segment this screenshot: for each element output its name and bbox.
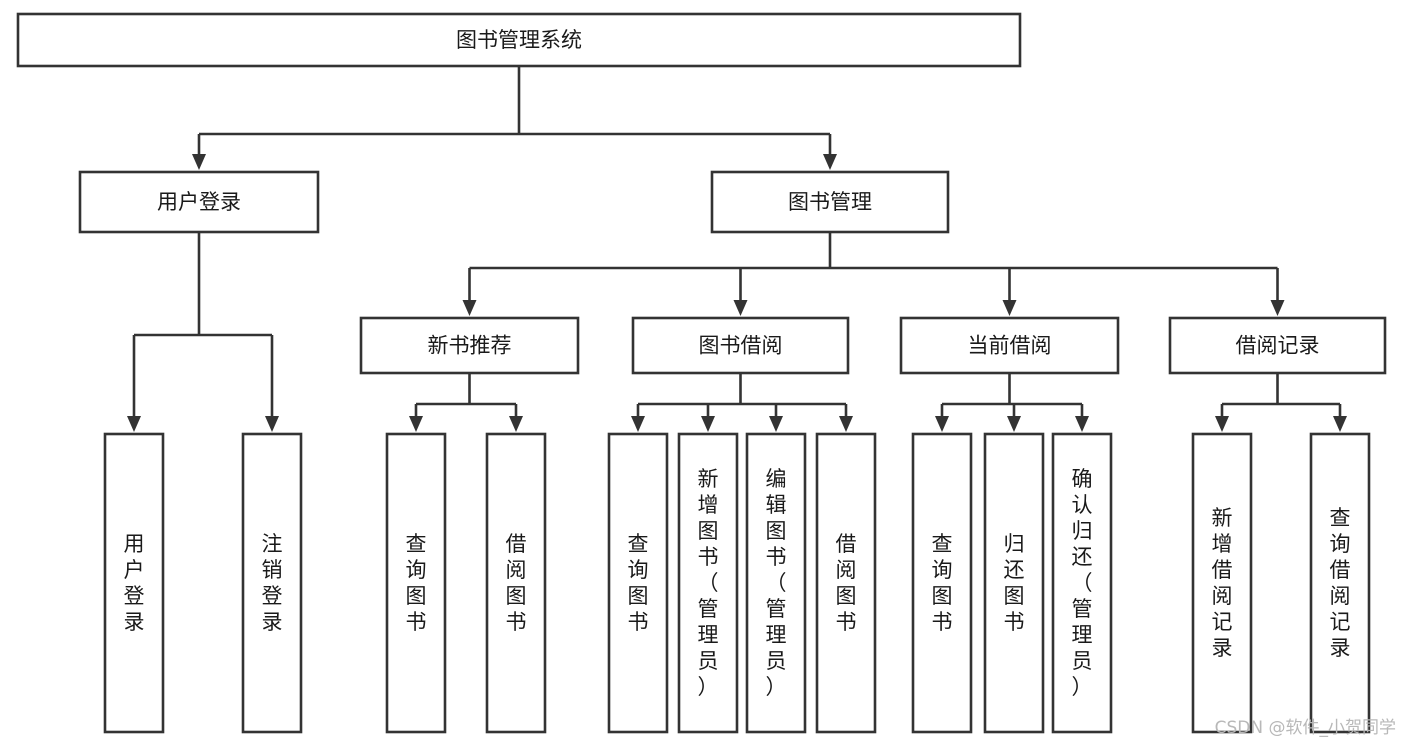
l3-1-to-1-arrowhead-icon	[701, 416, 715, 432]
l3-0-to-1-arrowhead-icon	[509, 416, 523, 432]
leaf-node-label: 查询图书	[628, 532, 649, 634]
leaf-node-label: 借阅图书	[836, 532, 857, 634]
leaf-node-label: 编辑图书（管理员）	[766, 467, 787, 699]
leaf-node-label: 归还图书	[1004, 532, 1025, 634]
level3-node-box[interactable]	[1168, 316, 1387, 375]
leaf-node-label: 查询借阅记录	[1330, 506, 1351, 660]
level3-node-box[interactable]	[631, 316, 850, 375]
leaf-node-box[interactable]	[1191, 432, 1253, 734]
leaf-node-11[interactable]: 新增借阅记录	[1191, 432, 1253, 734]
leaf-node-box[interactable]	[911, 432, 973, 734]
book-mgmt-to-0-arrowhead-icon	[462, 300, 477, 316]
leaf-node-10[interactable]: 确认归还（管理员）	[1051, 432, 1113, 734]
leaf-node-box[interactable]	[745, 432, 807, 734]
level2-node-label: 用户登录	[157, 190, 241, 214]
title-node-0[interactable]: 图书管理系统	[16, 12, 1022, 68]
leaf-node-9[interactable]: 归还图书	[983, 432, 1045, 734]
book-mgmt-to-1-arrowhead-icon	[733, 300, 748, 316]
leaf-node-label: 新增借阅记录	[1212, 506, 1233, 660]
root-to-l2-1-arrowhead-icon	[823, 154, 837, 170]
level3-node-2[interactable]: 当前借阅	[899, 316, 1120, 375]
book-mgmt-to-3-arrowhead-icon	[1270, 300, 1285, 316]
level3-node-box[interactable]	[359, 316, 580, 375]
l3-1-to-3-arrowhead-icon	[839, 416, 853, 432]
leaf-node-box[interactable]	[607, 432, 669, 734]
level3-node-label: 借阅记录	[1236, 334, 1320, 358]
leaf-node-12[interactable]: 查询借阅记录	[1309, 432, 1371, 734]
leaf-node-label: 新增图书（管理员）	[698, 467, 719, 699]
level3-node-box[interactable]	[899, 316, 1120, 375]
leaf-node-box[interactable]	[1051, 432, 1113, 734]
leaf-node-7[interactable]: 借阅图书	[815, 432, 877, 734]
level2-node-label: 图书管理	[788, 190, 872, 214]
book-mgmt-to-2-arrowhead-icon	[1002, 300, 1017, 316]
leaf-node-box[interactable]	[983, 432, 1045, 734]
level3-node-label: 新书推荐	[428, 334, 512, 358]
leaf-node-2[interactable]: 查询图书	[385, 432, 447, 734]
title-node-label: 图书管理系统	[456, 28, 582, 52]
leaf-node-8[interactable]: 查询图书	[911, 432, 973, 734]
level2-node-0[interactable]: 用户登录	[78, 170, 320, 234]
level2-node-1[interactable]: 图书管理	[710, 170, 950, 234]
user-login-to-0-arrowhead-icon	[127, 416, 141, 432]
l3-3-to-1-arrowhead-icon	[1333, 416, 1347, 432]
l3-1-to-2-arrowhead-icon	[769, 416, 783, 432]
leaf-node-box[interactable]	[815, 432, 877, 734]
level3-node-1[interactable]: 图书借阅	[631, 316, 850, 375]
level3-node-label: 当前借阅	[968, 334, 1052, 358]
level3-node-3[interactable]: 借阅记录	[1168, 316, 1387, 375]
l3-1-to-0-arrowhead-icon	[631, 416, 645, 432]
leaf-node-box[interactable]	[1309, 432, 1371, 734]
leaf-node-box[interactable]	[485, 432, 547, 734]
level2-node-box[interactable]	[710, 170, 950, 234]
leaf-node-6[interactable]: 编辑图书（管理员）	[745, 432, 807, 734]
leaf-node-label: 注销登录	[262, 532, 283, 634]
user-login-to-1-arrowhead-icon	[265, 416, 279, 432]
leaf-node-label: 查询图书	[932, 532, 953, 634]
leaf-node-3[interactable]: 借阅图书	[485, 432, 547, 734]
level3-node-label: 图书借阅	[699, 334, 783, 358]
leaf-node-box[interactable]	[385, 432, 447, 734]
l3-2-to-2-arrowhead-icon	[1075, 416, 1089, 432]
l3-0-to-0-arrowhead-icon	[409, 416, 423, 432]
root-to-l2-0-arrowhead-icon	[192, 154, 206, 170]
node-layer: 图书管理系统用户登录图书管理新书推荐图书借阅当前借阅借阅记录用户登录注销登录查询…	[16, 12, 1387, 734]
leaf-node-1[interactable]: 注销登录	[241, 432, 303, 734]
leaf-node-box[interactable]	[241, 432, 303, 734]
leaf-node-label: 用户登录	[124, 532, 145, 634]
title-node-box[interactable]	[16, 12, 1022, 68]
l3-2-to-1-arrowhead-icon	[1007, 416, 1021, 432]
watermark-text: CSDN @软件_小贺同学	[1215, 718, 1396, 738]
leaf-node-0[interactable]: 用户登录	[103, 432, 165, 734]
leaf-node-5[interactable]: 新增图书（管理员）	[677, 432, 739, 734]
level3-node-0[interactable]: 新书推荐	[359, 316, 580, 375]
l3-2-to-0-arrowhead-icon	[935, 416, 949, 432]
leaf-node-box[interactable]	[677, 432, 739, 734]
leaf-node-4[interactable]: 查询图书	[607, 432, 669, 734]
leaf-node-label: 借阅图书	[506, 532, 527, 634]
leaf-node-label: 查询图书	[406, 532, 427, 634]
leaf-node-box[interactable]	[103, 432, 165, 734]
l3-3-to-0-arrowhead-icon	[1215, 416, 1229, 432]
leaf-node-label: 确认归还（管理员）	[1072, 467, 1093, 699]
connector-layer	[127, 66, 1347, 432]
level2-node-box[interactable]	[78, 170, 320, 234]
